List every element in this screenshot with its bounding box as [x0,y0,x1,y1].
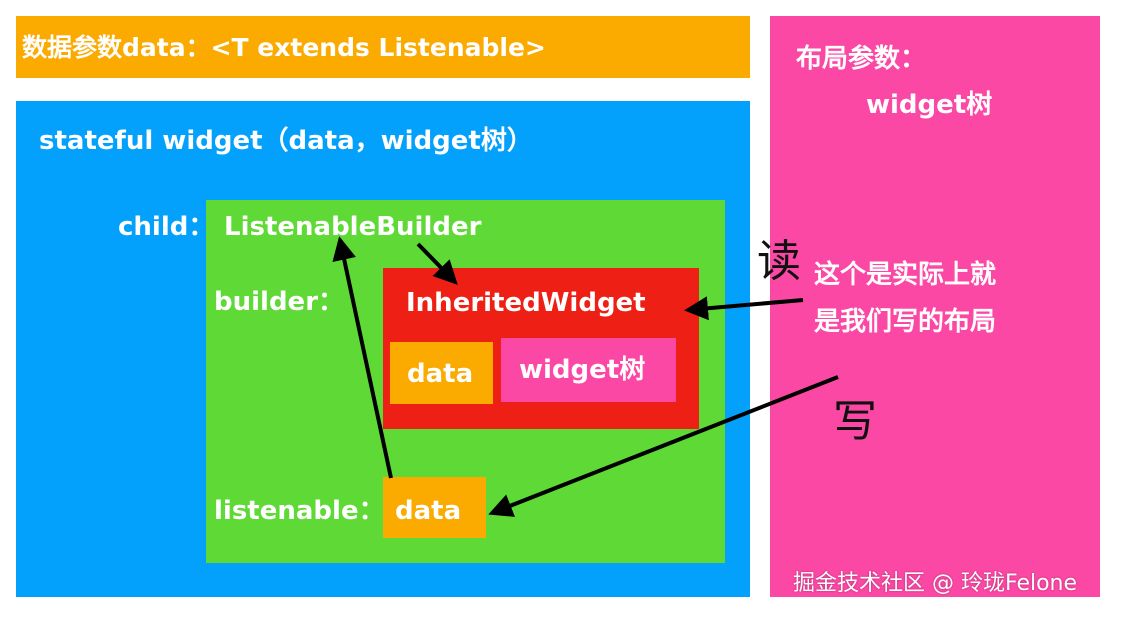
builder-label: builder： [214,287,345,317]
listenable-builder-label: ListenableBuilder [224,212,482,242]
child-label: child： [118,212,215,242]
watermark: 掘金技术社区 @ 玲珑Felone [793,571,1078,596]
inner-widget-tree-label: widget树 [519,355,646,385]
data-params-label: 数据参数data：<T extends Listenable> [22,33,546,62]
inherited-widget-label: InheritedWidget [406,288,646,318]
annotation-line-2: 是我们写的布局 [814,307,997,337]
layout-params-value: widget树 [866,90,993,120]
data-params-banner [16,16,750,78]
stateful-widget-label: stateful widget（data，widget树） [39,126,533,156]
layout-params-label: 布局参数： [796,44,927,74]
inner-data-box [390,342,493,404]
inner-data-label: data [407,359,474,389]
annotation-line-1: 这个是实际上就 [814,260,997,290]
listenable-label: listenable： [214,496,385,526]
write-label: 写 [833,396,877,447]
read-label: 读 [757,236,801,287]
listenable-data-label: data [395,496,462,526]
listenable-data-box [383,477,486,538]
